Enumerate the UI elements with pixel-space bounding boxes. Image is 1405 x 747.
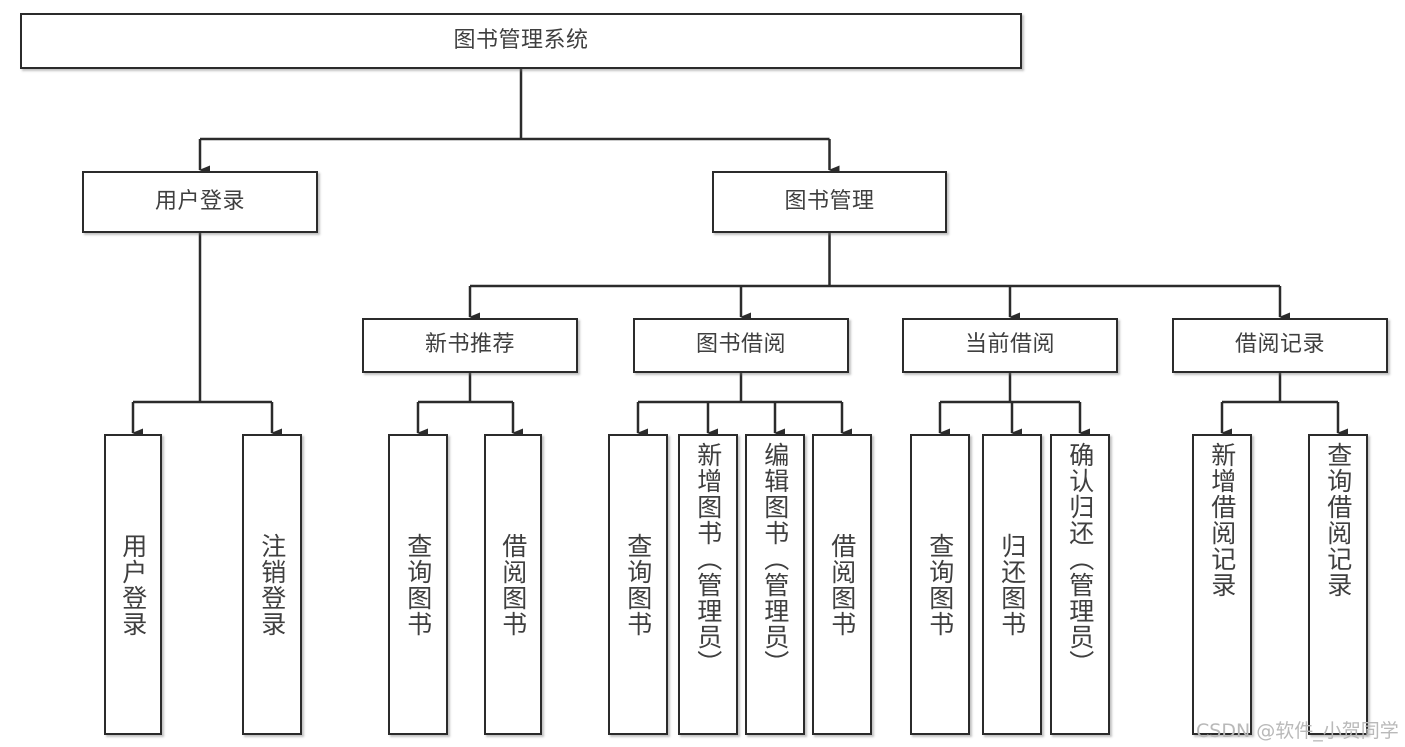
node-label: 注销登录 (257, 532, 287, 637)
node-label: 借阅图书 (827, 532, 857, 637)
node-label: 查询图书 (623, 532, 653, 637)
watermark-text: CSDN @软件_小贺同学 (1196, 720, 1399, 742)
node-label: 用户登录 (118, 532, 148, 637)
node-leaf5[interactable]: 查询图书 (608, 434, 668, 735)
node-label: 当前借阅 (964, 332, 1055, 358)
node-label: 归还图书 (997, 532, 1027, 637)
node-label: 查询图书 (925, 532, 955, 637)
node-root[interactable]: 图书管理系统 (20, 13, 1022, 69)
node-leaf4[interactable]: 借阅图书 (484, 434, 542, 735)
node-login[interactable]: 用户登录 (82, 171, 318, 233)
node-leaf10[interactable]: 归还图书 (982, 434, 1042, 735)
node-leaf3[interactable]: 查询图书 (388, 434, 448, 735)
node-leaf7[interactable]: 编辑图书（管理员） (745, 434, 805, 735)
node-label: 查询图书 (403, 532, 433, 637)
node-label: 借阅图书 (498, 532, 528, 637)
node-leaf9[interactable]: 查询图书 (910, 434, 970, 735)
node-label: 新增图书（管理员） (693, 442, 723, 676)
node-leaf13[interactable]: 查询借阅记录 (1308, 434, 1368, 735)
edges-group (131, 69, 1348, 438)
node-leaf12[interactable]: 新增借阅记录 (1192, 434, 1252, 735)
node-label: 确认归还（管理员） (1065, 442, 1095, 676)
node-newbook[interactable]: 新书推荐 (362, 318, 578, 373)
node-leaf6[interactable]: 新增图书（管理员） (678, 434, 738, 735)
node-label: 用户登录 (154, 188, 245, 214)
node-label: 编辑图书（管理员） (760, 442, 790, 676)
node-label: 图书管理 (784, 188, 875, 214)
node-leaf1[interactable]: 用户登录 (104, 434, 162, 735)
node-bookmgmt[interactable]: 图书管理 (712, 171, 947, 233)
node-label: 新书推荐 (424, 332, 515, 358)
node-label: 图书管理系统 (453, 27, 589, 53)
node-borrow[interactable]: 图书借阅 (633, 318, 849, 373)
node-label: 新增借阅记录 (1207, 442, 1237, 598)
node-leaf2[interactable]: 注销登录 (242, 434, 302, 735)
node-label: 图书借阅 (695, 332, 786, 358)
node-current[interactable]: 当前借阅 (902, 318, 1118, 373)
node-leaf8[interactable]: 借阅图书 (812, 434, 872, 735)
node-records[interactable]: 借阅记录 (1172, 318, 1388, 373)
node-label: 查询借阅记录 (1323, 442, 1353, 598)
node-leaf11[interactable]: 确认归还（管理员） (1050, 434, 1110, 735)
node-label: 借阅记录 (1234, 332, 1325, 358)
